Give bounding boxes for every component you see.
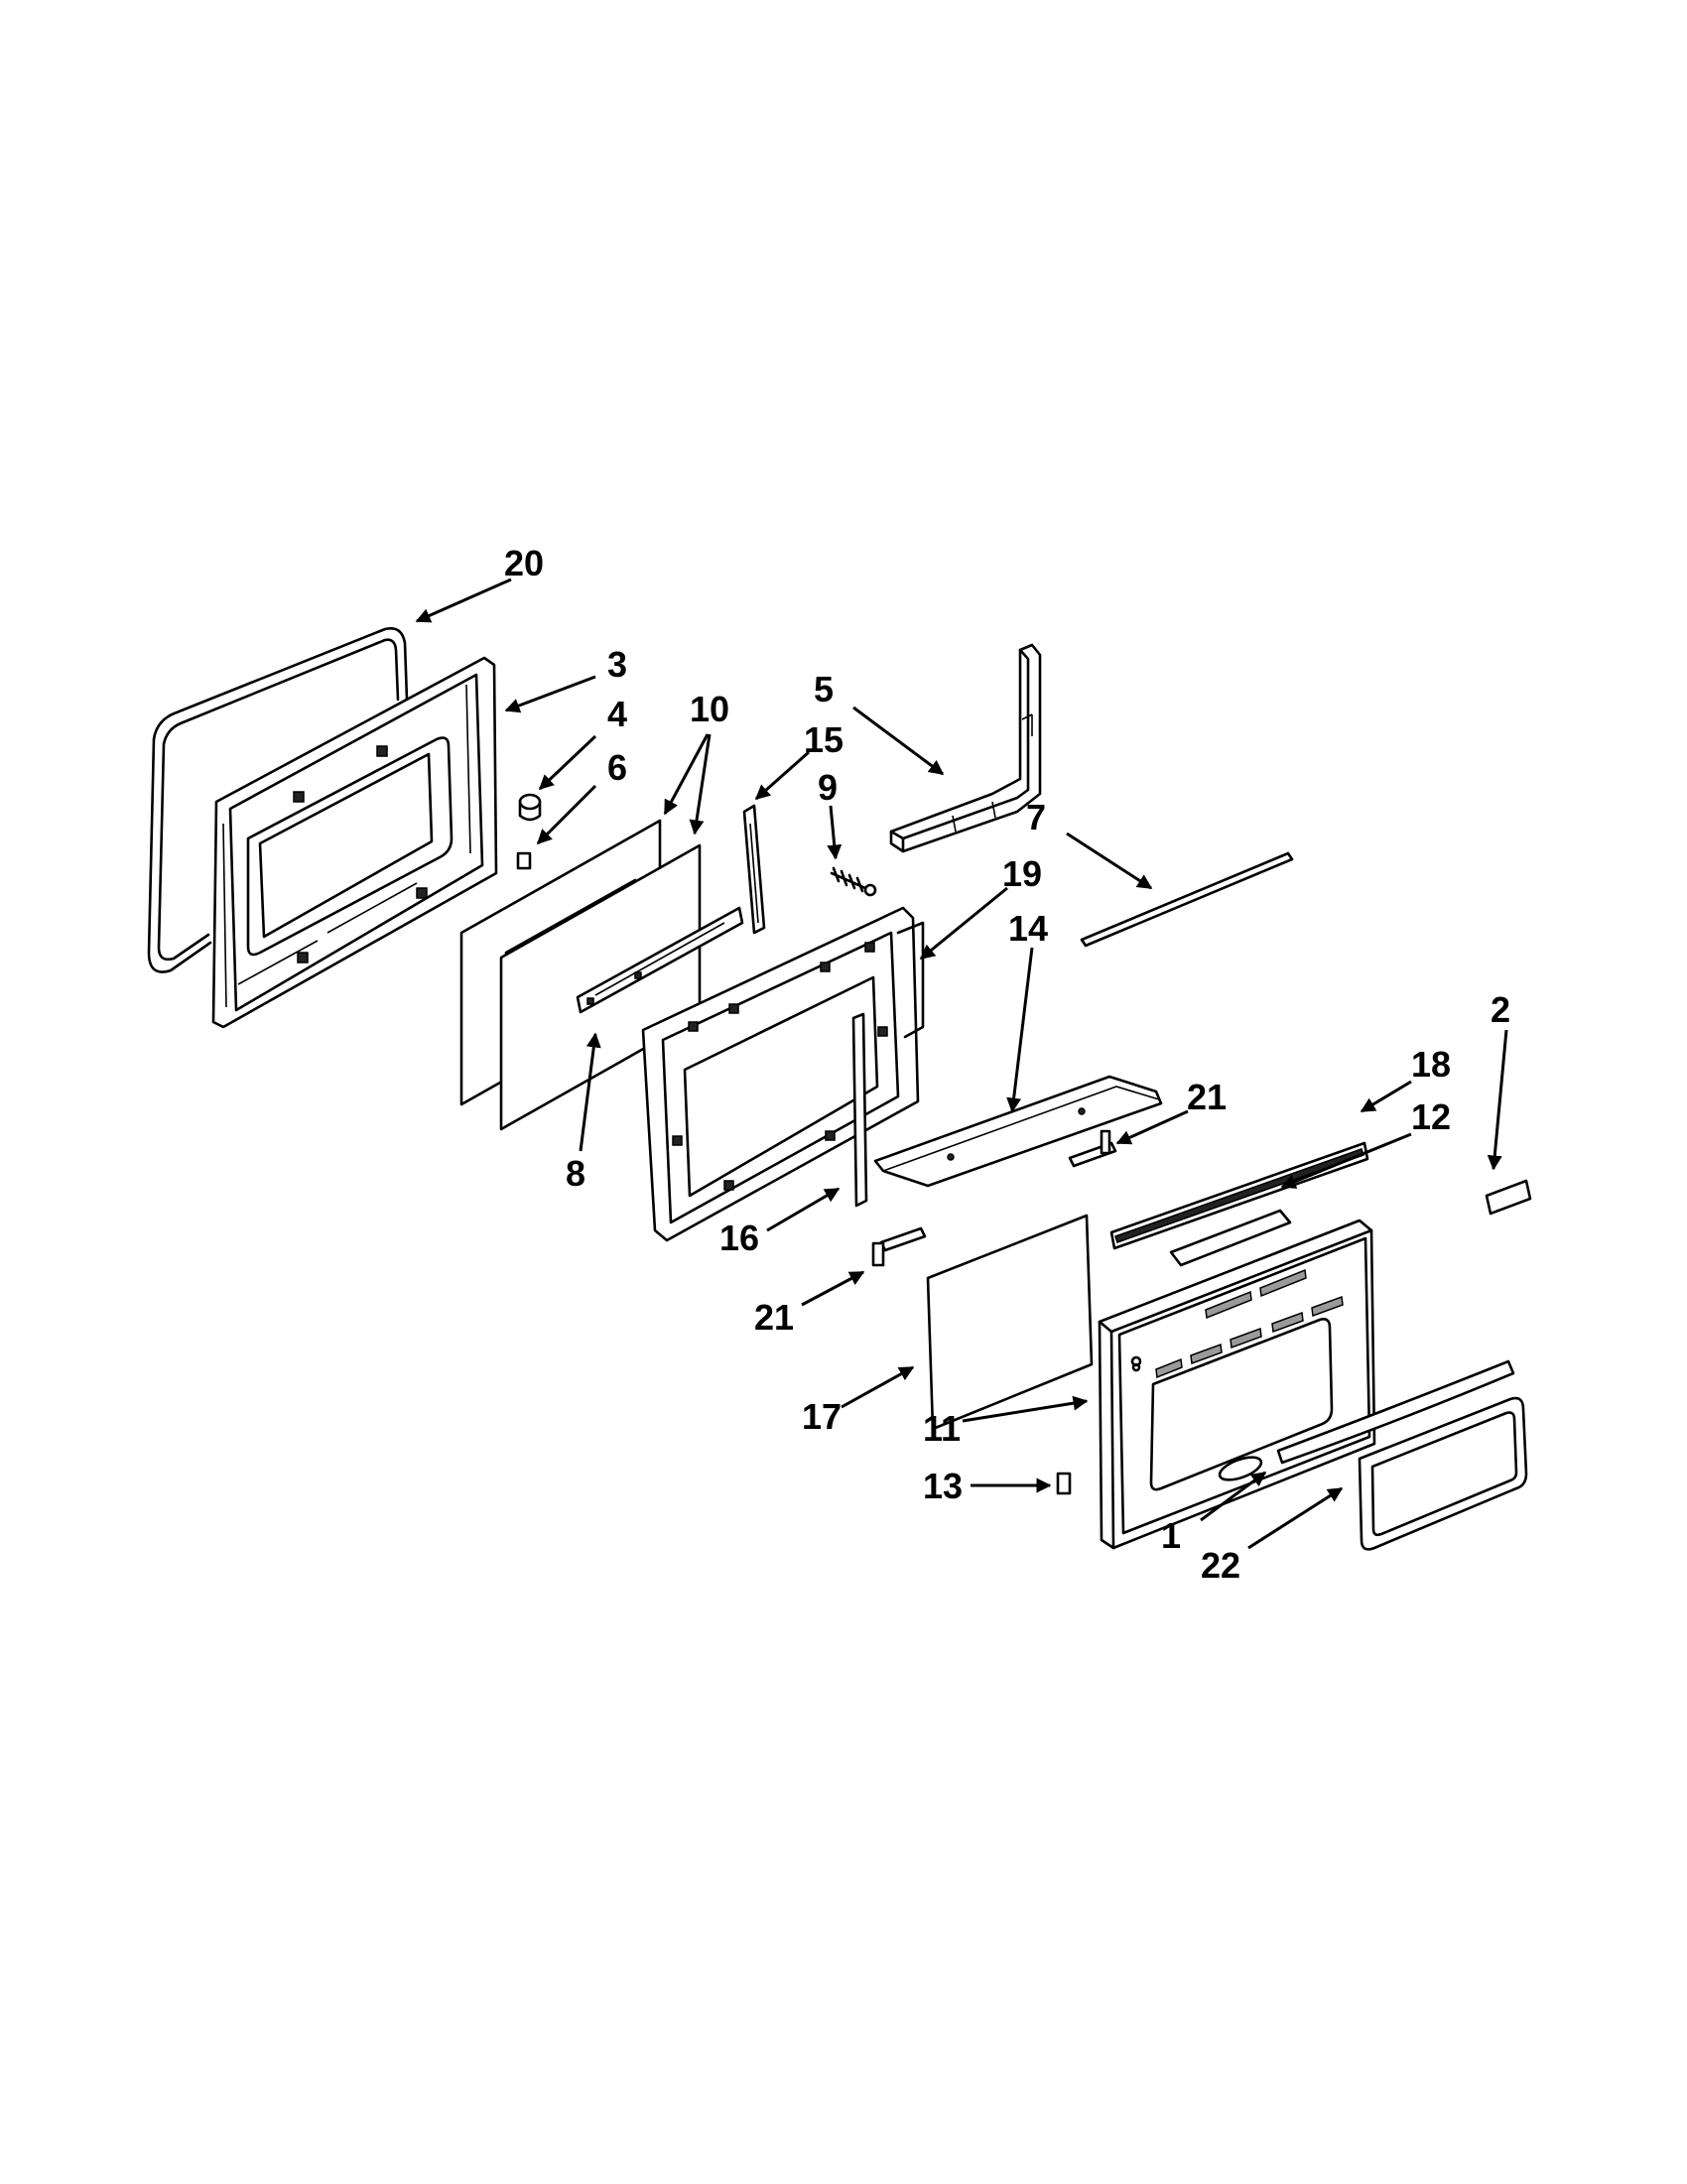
callout-8: 8: [566, 1153, 585, 1194]
door-panel-clip-part[interactable]: [1056, 1472, 1072, 1495]
callout-14: 14: [1008, 908, 1048, 949]
leader-6: [536, 784, 597, 845]
door-bracket-lower-part[interactable]: [871, 1226, 927, 1267]
door-clip-part[interactable]: [516, 851, 532, 870]
callout-3: 3: [607, 644, 627, 685]
window-trim-part[interactable]: [1358, 1396, 1528, 1551]
callout-6: 6: [607, 747, 627, 788]
leader-7: [1066, 832, 1153, 890]
inner-door-frame-part[interactable]: [211, 656, 498, 1029]
outer-door-panel-part[interactable]: [1098, 1219, 1376, 1550]
leader-14: [1006, 947, 1034, 1113]
callout-12: 12: [1411, 1096, 1451, 1137]
callout-13: 13: [923, 1466, 963, 1506]
glass-support-bracket-part[interactable]: [576, 906, 744, 1014]
door-bracket-upper-part[interactable]: [1068, 1129, 1117, 1168]
callout-17: 17: [802, 1396, 842, 1437]
door-screw-part[interactable]: [518, 793, 542, 822]
door-top-trim-part[interactable]: [1109, 1141, 1369, 1250]
leader-22: [1247, 1486, 1344, 1550]
door-handle-part[interactable]: [1276, 1359, 1515, 1465]
callout-5: 5: [814, 669, 834, 709]
callout-7: 7: [1026, 797, 1046, 837]
leader-4: [538, 734, 597, 791]
callout-labels: 20 3 4 6 10 15 5 9 7 19 14 8 16 21 2 18 …: [504, 543, 1510, 1586]
vertical-trim-part[interactable]: [851, 1012, 868, 1208]
leader-20: [415, 578, 512, 623]
leader-16: [766, 1187, 841, 1232]
door-badge-part[interactable]: [1485, 1179, 1532, 1216]
door-vent-part[interactable]: [1169, 1209, 1292, 1267]
leader-2: [1487, 1029, 1508, 1171]
leader-19: [919, 886, 1008, 961]
callout-11: 11: [923, 1408, 961, 1449]
callout-10: 10: [690, 689, 729, 729]
callout-4: 4: [607, 694, 627, 734]
callout-2: 2: [1491, 989, 1510, 1030]
callout-21-lower: 21: [754, 1297, 794, 1338]
leader-11: [962, 1395, 1089, 1423]
callout-1: 1: [1161, 1515, 1181, 1556]
outer-glass-panel-part[interactable]: [926, 1214, 1094, 1431]
leader-5: [852, 706, 945, 776]
leader-lines: [415, 578, 1508, 1550]
door-liner-part[interactable]: [641, 906, 925, 1242]
leader-9: [827, 805, 843, 860]
callout-16: 16: [719, 1218, 759, 1258]
callout-9: 9: [818, 767, 838, 808]
leader-3: [504, 675, 596, 713]
callout-21-upper: 21: [1187, 1077, 1227, 1117]
door-vent-trim-part[interactable]: [873, 1075, 1163, 1188]
leader-10b: [689, 733, 712, 835]
leader-18: [1360, 1080, 1412, 1113]
leader-1: [1200, 1471, 1267, 1522]
leader-12: [1280, 1132, 1412, 1189]
door-gasket-part[interactable]: [147, 627, 409, 973]
leader-15: [754, 750, 810, 801]
leader-10a: [663, 733, 710, 816]
door-spring-part[interactable]: [830, 866, 877, 897]
side-channel-part[interactable]: [742, 804, 766, 935]
leader-8: [579, 1032, 601, 1152]
callout-20: 20: [504, 543, 544, 583]
callout-15: 15: [804, 719, 844, 760]
door-strip-part[interactable]: [1080, 851, 1294, 948]
callout-18: 18: [1411, 1044, 1451, 1085]
leader-17: [841, 1365, 915, 1409]
callout-22: 22: [1201, 1545, 1240, 1586]
leader-21-lower: [801, 1270, 865, 1307]
leader-21-upper: [1115, 1109, 1189, 1145]
callout-19: 19: [1002, 853, 1042, 894]
insulation-block-part[interactable]: [889, 643, 1042, 853]
